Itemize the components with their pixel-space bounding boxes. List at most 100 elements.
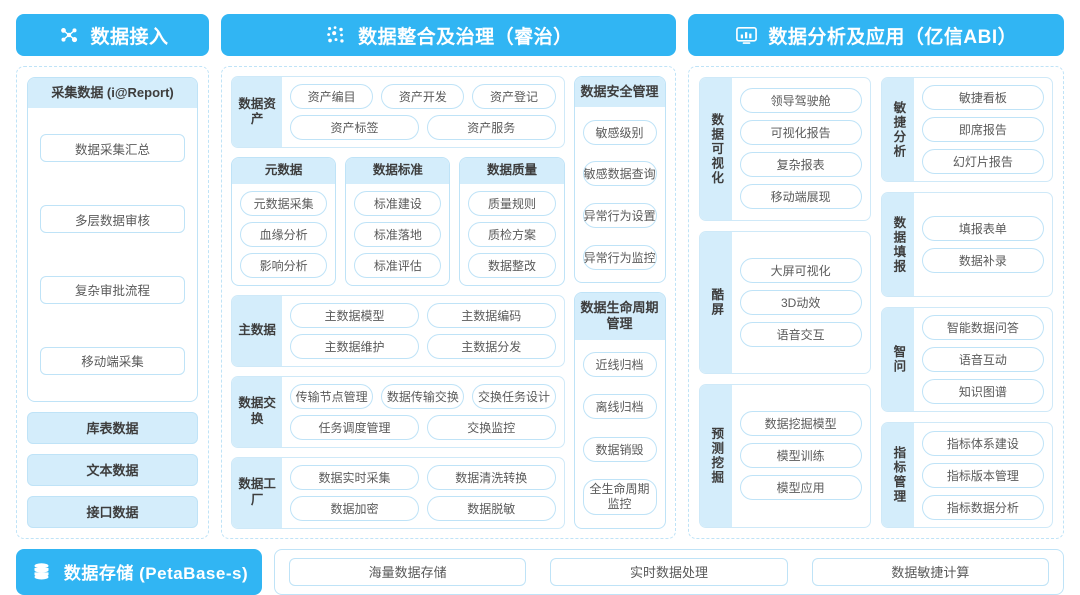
item-asset-dev[interactable]: 资产开发 bbox=[381, 84, 465, 109]
item-approval-flow[interactable]: 复杂审批流程 bbox=[40, 275, 186, 304]
item-asset-register[interactable]: 资产登记 bbox=[472, 84, 556, 109]
card-body: 数据采集汇总 多层数据审核 复杂审批流程 移动端采集 bbox=[28, 108, 197, 400]
item-data-encrypt[interactable]: 数据加密 bbox=[290, 495, 419, 521]
item-asset-catalog[interactable]: 资产编目 bbox=[290, 84, 374, 109]
item-quality-plan[interactable]: 质检方案 bbox=[468, 221, 556, 247]
card-body: 元数据采集 血缘分析 影响分析 bbox=[232, 184, 335, 285]
item-offline-archive[interactable]: 离线归档 bbox=[582, 394, 657, 420]
item-data-mask[interactable]: 数据脱敏 bbox=[426, 495, 556, 521]
item-text-data[interactable]: 文本数据 bbox=[27, 453, 199, 486]
group-label-cool-screen: 酷屏 bbox=[699, 231, 732, 374]
card-body: 质量规则 质检方案 数据整改 bbox=[460, 184, 563, 285]
item-data-supplement[interactable]: 数据补录 bbox=[921, 248, 1044, 274]
group-label-predictive-mining: 预测挖掘 bbox=[699, 385, 732, 527]
item-quality-rule[interactable]: 质量规则 bbox=[468, 190, 556, 216]
group-indicator-management: 指标管理 指标体系建设 指标版本管理 指标数据分析 bbox=[880, 422, 1053, 528]
item-big-screen[interactable]: 大屏可视化 bbox=[739, 257, 862, 283]
item-standard-assess[interactable]: 标准评估 bbox=[354, 252, 442, 278]
item-standard-build[interactable]: 标准建设 bbox=[354, 190, 442, 216]
item-interface-data[interactable]: 接口数据 bbox=[27, 495, 199, 528]
row: 主数据维护 主数据分发 bbox=[290, 333, 556, 359]
item-asset-tag[interactable]: 资产标签 bbox=[290, 115, 419, 140]
item-data-destroy[interactable]: 数据销毁 bbox=[582, 436, 657, 462]
item-standard-landing[interactable]: 标准落地 bbox=[354, 221, 442, 247]
item-mining-model[interactable]: 数据挖掘模型 bbox=[739, 411, 862, 437]
group-body: 填报表单 数据补录 bbox=[914, 193, 1052, 296]
item-sensitive-level[interactable]: 敏感级别 bbox=[582, 119, 657, 145]
item-indicator-analysis[interactable]: 指标数据分析 bbox=[921, 494, 1044, 520]
group-data-visualization: 数据可视化 领导驾驶舱 可视化报告 复杂报表 移动端展现 bbox=[698, 77, 871, 221]
row: 资产标签 资产服务 bbox=[290, 115, 556, 140]
item-master-model[interactable]: 主数据模型 bbox=[290, 302, 419, 328]
header-title: 数据分析及应用（亿信ABI） bbox=[768, 26, 1018, 48]
group-label-data-visualization: 数据可视化 bbox=[699, 78, 732, 220]
item-agile-computing[interactable]: 数据敏捷计算 bbox=[811, 557, 1049, 586]
item-realtime-collect[interactable]: 数据实时采集 bbox=[290, 464, 419, 490]
item-3d-effect[interactable]: 3D动效 bbox=[739, 289, 862, 315]
item-slide-report[interactable]: 幻灯片报告 bbox=[921, 149, 1044, 175]
item-lineage-analysis[interactable]: 血缘分析 bbox=[240, 221, 328, 247]
item-adhoc-report[interactable]: 即席报告 bbox=[921, 117, 1044, 143]
header-data-storage[interactable]: 数据存储 (PetaBase-s) bbox=[16, 548, 262, 595]
item-master-code[interactable]: 主数据编码 bbox=[426, 302, 556, 328]
item-realtime-processing[interactable]: 实时数据处理 bbox=[550, 557, 788, 586]
item-exchange-task-design[interactable]: 交换任务设计 bbox=[472, 383, 556, 409]
item-abnormal-monitor[interactable]: 异常行为监控 bbox=[582, 244, 657, 270]
card-title: 采集数据 (i@Report) bbox=[28, 78, 198, 109]
group-label-master-data: 主数据 bbox=[232, 295, 283, 366]
bottom-storage-row: 数据存储 (PetaBase-s) 海量数据存储 实时数据处理 数据敏捷计算 bbox=[16, 548, 1064, 595]
item-voice-dialog[interactable]: 语音互动 bbox=[921, 347, 1044, 373]
item-knowledge-graph[interactable]: 知识图谱 bbox=[921, 379, 1044, 405]
item-complex-report[interactable]: 复杂报表 bbox=[739, 152, 862, 178]
network-nodes-icon bbox=[57, 23, 81, 47]
item-asset-service[interactable]: 资产服务 bbox=[426, 115, 556, 140]
group-data-factory: 数据工厂 数据实时采集 数据清洗转换 数据加密 数据脱敏 bbox=[231, 456, 565, 529]
item-abnormal-config[interactable]: 异常行为设置 bbox=[582, 202, 657, 228]
item-mass-storage[interactable]: 海量数据存储 bbox=[289, 557, 527, 586]
item-data-transfer[interactable]: 数据传输交换 bbox=[381, 383, 465, 409]
architecture-diagram: 数据接入 采集数据 (i@Report) 数据采集汇总 多层数据审核 复杂审批流… bbox=[16, 14, 1064, 595]
item-model-apply[interactable]: 模型应用 bbox=[739, 475, 862, 501]
card-data-quality: 数据质量 质量规则 质检方案 数据整改 bbox=[459, 157, 565, 286]
group-agile-analysis: 敏捷分析 敏捷看板 即席报告 幻灯片报告 bbox=[880, 77, 1053, 183]
item-clean-transform[interactable]: 数据清洗转换 bbox=[426, 464, 556, 490]
item-indicator-version[interactable]: 指标版本管理 bbox=[921, 462, 1044, 488]
item-voice-interaction[interactable]: 语音交互 bbox=[739, 321, 862, 347]
group-master-data: 主数据 主数据模型 主数据编码 主数据维护 主数据分发 bbox=[231, 294, 565, 367]
header-data-governance[interactable]: 数据整合及治理（睿治） bbox=[221, 14, 676, 56]
analysis-left-groups: 数据可视化 领导驾驶舱 可视化报告 复杂报表 移动端展现 酷屏 大屏可视化 3D… bbox=[698, 77, 871, 528]
group-smart-qa: 智问 智能数据问答 语音互动 知识图谱 bbox=[880, 307, 1053, 413]
item-leader-cockpit[interactable]: 领导驾驶舱 bbox=[739, 88, 862, 114]
item-indicator-system[interactable]: 指标体系建设 bbox=[921, 430, 1044, 456]
item-multilayer-review[interactable]: 多层数据审核 bbox=[40, 205, 186, 234]
group-body: 传输节点管理 数据传输交换 交换任务设计 任务调度管理 交换监控 bbox=[282, 377, 563, 447]
item-agile-dashboard[interactable]: 敏捷看板 bbox=[921, 85, 1044, 111]
item-smart-data-qa[interactable]: 智能数据问答 bbox=[921, 315, 1044, 341]
item-lifecycle-monitor[interactable]: 全生命周期监控 bbox=[582, 478, 657, 515]
row: 传输节点管理 数据传输交换 交换任务设计 bbox=[290, 383, 556, 409]
item-fill-form[interactable]: 填报表单 bbox=[921, 216, 1044, 242]
item-transfer-node[interactable]: 传输节点管理 bbox=[290, 383, 374, 409]
header-data-ingestion[interactable]: 数据接入 bbox=[16, 14, 210, 56]
item-sensitive-query[interactable]: 敏感数据查询 bbox=[582, 161, 657, 187]
group-metadata-standard-quality: 元数据 元数据采集 血缘分析 影响分析 数据标准 标准建设 标准落地 bbox=[231, 157, 565, 286]
item-data-rectify[interactable]: 数据整改 bbox=[468, 252, 556, 278]
item-master-maintain[interactable]: 主数据维护 bbox=[290, 333, 419, 359]
item-exchange-monitor[interactable]: 交换监控 bbox=[426, 414, 556, 440]
item-nearline-archive[interactable]: 近线归档 bbox=[582, 352, 657, 378]
item-mobile-collect[interactable]: 移动端采集 bbox=[40, 346, 186, 375]
columns-container: 数据接入 采集数据 (i@Report) 数据采集汇总 多层数据审核 复杂审批流… bbox=[16, 14, 1064, 539]
analysis-right-groups: 敏捷分析 敏捷看板 即席报告 幻灯片报告 数据填报 填报表单 数据补录 bbox=[880, 77, 1053, 528]
item-master-distribute[interactable]: 主数据分发 bbox=[426, 333, 556, 359]
item-visual-report[interactable]: 可视化报告 bbox=[739, 120, 862, 146]
item-mobile-display[interactable]: 移动端展现 bbox=[739, 184, 862, 210]
item-collect-summary[interactable]: 数据采集汇总 bbox=[40, 134, 186, 163]
item-table-data[interactable]: 库表数据 bbox=[27, 411, 199, 444]
card-metadata: 元数据 元数据采集 血缘分析 影响分析 bbox=[231, 157, 337, 286]
group-label-smart-qa: 智问 bbox=[881, 308, 914, 412]
item-metadata-collect[interactable]: 元数据采集 bbox=[240, 190, 328, 216]
item-model-training[interactable]: 模型训练 bbox=[739, 443, 862, 469]
item-impact-analysis[interactable]: 影响分析 bbox=[240, 252, 328, 278]
item-task-schedule[interactable]: 任务调度管理 bbox=[290, 414, 419, 440]
header-data-analysis[interactable]: 数据分析及应用（亿信ABI） bbox=[687, 14, 1064, 56]
